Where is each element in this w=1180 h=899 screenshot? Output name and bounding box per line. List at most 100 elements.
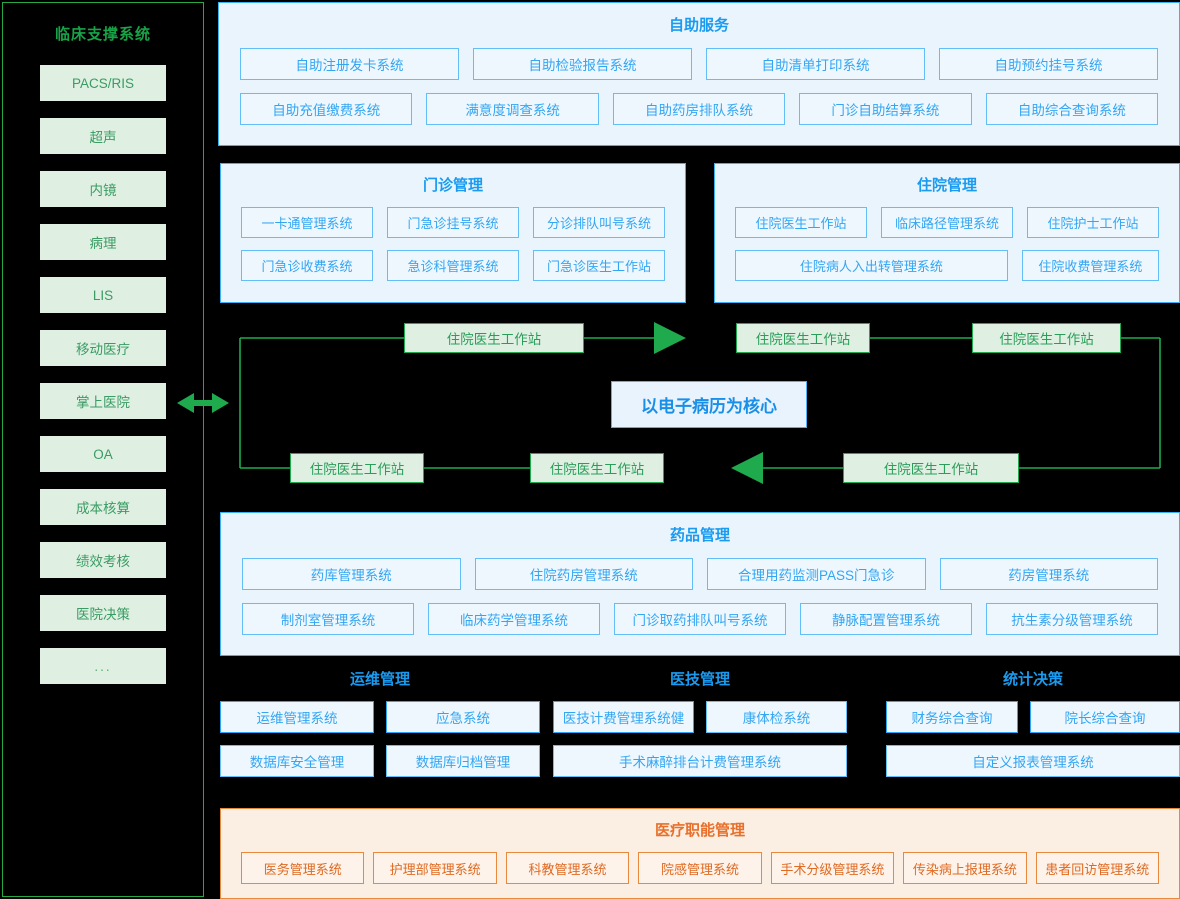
stats-item[interactable]: 自定义报表管理系统 — [886, 745, 1180, 777]
tech-item[interactable]: 手术麻醉排台计费管理系统 — [553, 745, 847, 777]
sidebar-item-cost-accounting[interactable]: 成本核算 — [40, 489, 166, 525]
drug-item[interactable]: 合理用药监测PASS门急诊 — [707, 558, 926, 590]
stats-row-1: 财务综合查询 院长综合查询 — [886, 701, 1180, 733]
ops-item[interactable]: 应急系统 — [386, 701, 540, 733]
sidebar-item-mobile-medical[interactable]: 移动医疗 — [40, 330, 166, 366]
stats-item[interactable]: 财务综合查询 — [886, 701, 1018, 733]
self-service-title: 自助服务 — [668, 17, 729, 34]
ops-title: 运维管理 — [349, 671, 410, 688]
outpatient-item[interactable]: 一卡通管理系统 — [241, 207, 373, 238]
self-service-item[interactable]: 自助综合查询系统 — [985, 93, 1159, 125]
self-service-item[interactable]: 满意度调查系统 — [426, 93, 599, 125]
medical-function-management-panel: 医疗职能管理 医务管理系统 护理部管理系统 科教管理系统 院感管理系统 手术分级… — [220, 808, 1180, 899]
drug-item[interactable]: 制剂室管理系统 — [242, 603, 414, 635]
emr-node-box[interactable]: 住院医生工作站 — [843, 453, 1019, 483]
med-func-row-1: 医务管理系统 护理部管理系统 科教管理系统 院感管理系统 手术分级管理系统 传染… — [241, 852, 1159, 884]
sidebar-item-oa[interactable]: OA — [40, 436, 166, 472]
drug-item[interactable]: 门诊取药排队叫号系统 — [614, 603, 786, 635]
self-service-item[interactable]: 自助注册发卡系统 — [240, 48, 459, 80]
med-func-item[interactable]: 医务管理系统 — [241, 852, 365, 884]
outpatient-item[interactable]: 分诊排队叫号系统 — [533, 207, 665, 238]
sidebar-item-label: 移动医疗 — [76, 342, 130, 357]
self-service-item[interactable]: 自助充值缴费系统 — [240, 93, 413, 125]
sidebar-item-palm-hospital[interactable]: 掌上医院 — [40, 383, 166, 419]
tech-row-1: 医技计费管理系统健 康体检系统 — [553, 701, 847, 733]
self-service-panel: 自助服务 自助注册发卡系统 自助检验报告系统 自助清单打印系统 自助预约挂号系统… — [218, 2, 1180, 146]
emr-node-box[interactable]: 住院医生工作站 — [290, 453, 424, 483]
emr-node-box[interactable]: 住院医生工作站 — [404, 323, 584, 353]
drug-item[interactable]: 住院药房管理系统 — [474, 558, 693, 590]
drug-item[interactable]: 临床药学管理系统 — [428, 603, 600, 635]
outpatient-title: 门诊管理 — [422, 177, 483, 194]
ops-item[interactable]: 数据库归档管理 — [386, 745, 540, 777]
emr-node-box[interactable]: 住院医生工作站 — [530, 453, 664, 483]
stats-row-2: 自定义报表管理系统 — [886, 745, 1180, 777]
drug-item[interactable]: 抗生素分级管理系统 — [986, 603, 1158, 635]
sidebar-item-more[interactable]: ... — [40, 648, 166, 684]
outpatient-item[interactable]: 门急诊收费系统 — [241, 250, 373, 281]
stats-item[interactable]: 院长综合查询 — [1030, 701, 1180, 733]
inpatient-item[interactable]: 住院收费管理系统 — [1021, 250, 1159, 281]
inpatient-item[interactable]: 住院护士工作站 — [1027, 207, 1159, 238]
sidebar-item-list: PACS/RIS 超声 内镜 病理 LIS 移动医疗 掌上医院 OA 成本核算 … — [3, 65, 203, 684]
med-func-item[interactable]: 患者回访管理系统 — [1035, 852, 1159, 884]
outpatient-item[interactable]: 急诊科管理系统 — [387, 250, 519, 281]
tech-item[interactable]: 康体检系统 — [706, 701, 847, 733]
sidebar-item-hospital-decision[interactable]: 医院决策 — [40, 595, 166, 631]
ops-item[interactable]: 运维管理系统 — [220, 701, 374, 733]
emr-node-box[interactable]: 住院医生工作站 — [736, 323, 870, 353]
med-func-item[interactable]: 传染病上报理系统 — [903, 852, 1027, 884]
self-service-item[interactable]: 自助检验报告系统 — [473, 48, 692, 80]
sidebar-item-performance[interactable]: 绩效考核 — [40, 542, 166, 578]
statistics-decision-section: 统计决策 财务综合查询 院长综合查询 自定义报表管理系统 — [886, 668, 1180, 798]
self-service-row-1: 自助注册发卡系统 自助检验报告系统 自助清单打印系统 自助预约挂号系统 — [240, 48, 1158, 80]
drug-item[interactable]: 药库管理系统 — [242, 558, 461, 590]
sidebar-item-ultrasound[interactable]: 超声 — [40, 118, 166, 154]
self-service-item[interactable]: 门诊自助结算系统 — [799, 93, 972, 125]
self-service-item[interactable]: 自助药房排队系统 — [612, 93, 786, 125]
ops-row-1: 运维管理系统 应急系统 — [220, 701, 540, 733]
inpatient-item[interactable]: 临床路径管理系统 — [881, 207, 1013, 238]
med-func-item[interactable]: 科教管理系统 — [505, 852, 630, 884]
inpatient-management-panel: 住院管理 住院医生工作站 临床路径管理系统 住院护士工作站 住院病人入出转管理系… — [714, 163, 1180, 303]
sidebar-item-pacs-ris[interactable]: PACS/RIS — [40, 65, 166, 101]
drug-item[interactable]: 药房管理系统 — [939, 558, 1158, 590]
ops-management-section: 运维管理 运维管理系统 应急系统 数据库安全管理 数据库归档管理 — [220, 668, 540, 798]
sidebar-item-label: 成本核算 — [76, 501, 130, 516]
outpatient-item[interactable]: 门急诊医生工作站 — [533, 250, 665, 281]
outpatient-management-panel: 门诊管理 一卡通管理系统 门急诊挂号系统 分诊排队叫号系统 门急诊收费系统 急诊… — [220, 163, 686, 303]
drug-row-1: 药库管理系统 住院药房管理系统 合理用药监测PASS门急诊 药房管理系统 — [242, 558, 1158, 590]
drug-management-panel: 药品管理 药库管理系统 住院药房管理系统 合理用药监测PASS门急诊 药房管理系… — [220, 512, 1180, 656]
drug-row-2: 制剂室管理系统 临床药学管理系统 门诊取药排队叫号系统 静脉配置管理系统 抗生素… — [242, 603, 1158, 635]
sidebar-item-label: 超声 — [89, 130, 117, 145]
drug-item[interactable]: 静脉配置管理系统 — [800, 603, 972, 635]
inpatient-item[interactable]: 住院医生工作站 — [735, 207, 867, 238]
med-func-item[interactable]: 手术分级管理系统 — [770, 852, 895, 884]
self-service-item[interactable]: 自助清单打印系统 — [706, 48, 925, 80]
emr-node-box[interactable]: 住院医生工作站 — [972, 323, 1121, 353]
sidebar-item-endoscopy[interactable]: 内镜 — [40, 171, 166, 207]
sidebar-item-label: LIS — [92, 287, 114, 303]
med-func-item[interactable]: 护理部管理系统 — [373, 852, 497, 884]
inpatient-item[interactable]: 住院病人入出转管理系统 — [735, 250, 1008, 281]
ops-item[interactable]: 数据库安全管理 — [220, 745, 374, 777]
tech-title: 医技管理 — [669, 671, 730, 688]
inpatient-row-2: 住院病人入出转管理系统 住院收费管理系统 — [735, 250, 1159, 281]
tech-item[interactable]: 医技计费管理系统健 — [553, 701, 694, 733]
med-func-title: 医疗职能管理 — [654, 822, 745, 839]
emr-core-diagram: 住院医生工作站 住院医生工作站 住院医生工作站 以电子病历为核心 住院医生工作站… — [218, 310, 1180, 508]
outpatient-row-1: 一卡通管理系统 门急诊挂号系统 分诊排队叫号系统 — [241, 207, 665, 238]
sidebar-item-pathology[interactable]: 病理 — [40, 224, 166, 260]
stats-title: 统计决策 — [1002, 671, 1063, 688]
sidebar-title: 临床支撑系统 — [54, 26, 151, 43]
sidebar-item-lis[interactable]: LIS — [40, 277, 166, 313]
clinical-support-sidebar: 临床支撑系统 PACS/RIS 超声 内镜 病理 LIS 移动医疗 掌上医院 O… — [2, 2, 204, 897]
bidirectional-arrow-icon — [177, 393, 229, 413]
med-func-item[interactable]: 院感管理系统 — [638, 852, 762, 884]
self-service-item[interactable]: 自助预约挂号系统 — [939, 48, 1158, 80]
sidebar-item-label: OA — [93, 446, 113, 462]
self-service-row-2: 自助充值缴费系统 满意度调查系统 自助药房排队系统 门诊自助结算系统 自助综合查… — [240, 93, 1159, 125]
outpatient-item[interactable]: 门急诊挂号系统 — [387, 207, 519, 238]
outpatient-row-2: 门急诊收费系统 急诊科管理系统 门急诊医生工作站 — [241, 250, 665, 281]
